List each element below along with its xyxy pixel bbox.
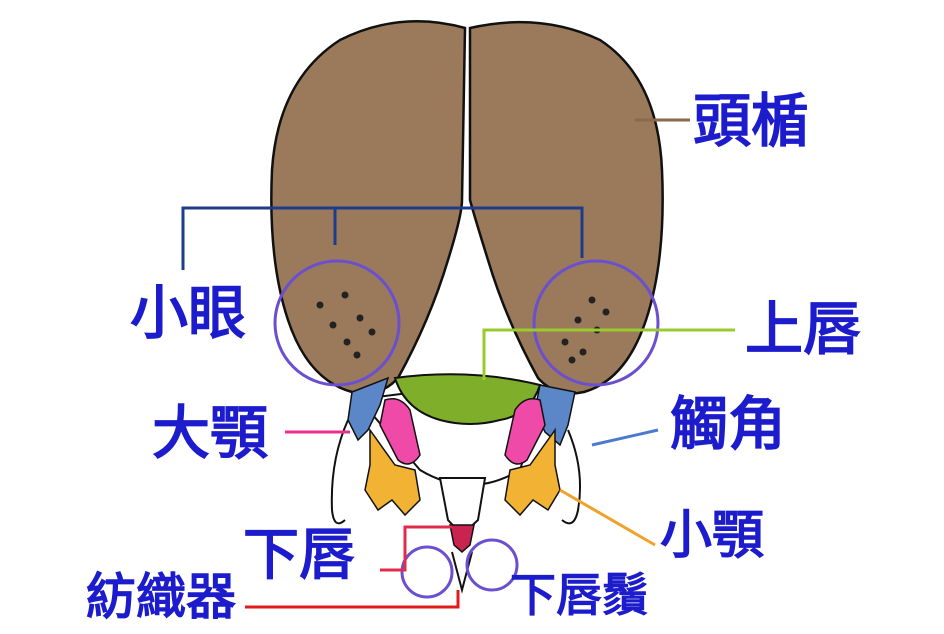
maxilla-right [504,427,561,517]
spinneret-leader [245,590,460,609]
label-mandible: 大顎 [152,399,269,467]
spinneret-tip [451,551,473,594]
palp-outline-left [330,419,349,525]
label-antenna: 觸角 [670,390,787,458]
ocelli-highlight-right [532,259,660,387]
maxilla-leader [559,488,656,547]
maxilla-left [364,427,421,517]
mandible-right [504,398,546,465]
label-ocelli: 小眼 [130,279,247,347]
palp-highlight-left [400,545,454,599]
labrum-leader [482,328,735,380]
ocelli-bracket [181,206,584,270]
label-labrum: 上唇 [745,295,862,363]
labium-leader [380,525,452,572]
labrum-shape [393,373,542,425]
labium-tip [449,524,475,553]
label-head-shield: 頭楯 [693,87,810,155]
ocelli-dots-left [316,291,376,359]
palp-highlight-right [465,538,519,592]
antenna-leader [591,428,659,447]
label-labium: 下唇 [243,523,355,588]
mandible-left [379,398,421,465]
palp-outline-right [561,429,582,525]
label-labial-palp: 下唇鬚 [510,568,648,622]
ocelli-highlight-left [273,259,401,387]
label-spinneret: 紡織器 [86,568,236,626]
label-maxilla: 小顎 [660,506,765,566]
